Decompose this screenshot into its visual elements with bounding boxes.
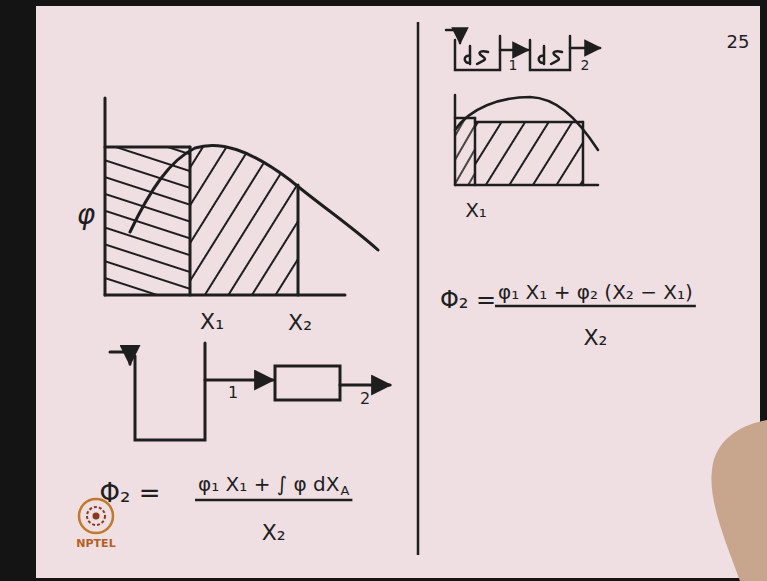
equation-lhs: Φ₂ = — [440, 287, 496, 313]
axis-label: φ — [77, 200, 95, 231]
left-plot — [190, 100, 298, 295]
right-plot — [455, 184, 598, 187]
axis-tick-label: X₁ — [465, 199, 487, 221]
cstr-series-schematic — [530, 36, 570, 70]
equation-denominator: X₂ — [262, 521, 286, 545]
cstr-pfr-schematic — [275, 366, 340, 400]
axis-tick-label: X₁ — [200, 310, 224, 334]
left-plot — [297, 185, 300, 295]
right-plot — [475, 121, 583, 124]
equation-denominator: X₂ — [583, 326, 607, 350]
left-plot — [106, 148, 190, 295]
stream-number: 2 — [360, 390, 370, 408]
left-plot — [104, 98, 107, 295]
stream-number: 2 — [581, 58, 590, 73]
stream-number: 1 — [228, 384, 238, 402]
hand — [711, 420, 767, 581]
left-plot — [130, 145, 378, 250]
paper — [36, 6, 760, 578]
equation-lhs: Φ₂ = — [100, 479, 161, 508]
right-plot — [455, 97, 598, 150]
right-plot — [475, 122, 583, 185]
nptel-logo — [93, 513, 100, 520]
cstr-pfr-schematic — [135, 343, 205, 440]
fraction-bar — [495, 305, 696, 308]
left-plot — [189, 147, 192, 295]
stream-number: 1 — [509, 58, 518, 73]
cstr-series-schematic — [455, 36, 500, 70]
cstr-pfr-schematic — [110, 343, 390, 440]
logo-text: NPTEL — [76, 538, 115, 550]
cstr-series-schematic — [500, 49, 528, 52]
cstr-series-schematic — [539, 46, 562, 64]
right-plot — [474, 118, 477, 185]
left-plot — [105, 98, 378, 295]
cstr-pfr-schematic — [340, 384, 390, 387]
page-number: 25 — [727, 32, 750, 52]
cstr-series-schematic — [570, 47, 600, 50]
divider — [417, 22, 420, 555]
left-plot — [105, 146, 190, 149]
cstr-series-schematic — [465, 46, 488, 64]
right-plot — [454, 95, 457, 185]
cstr-pfr-schematic — [110, 352, 130, 364]
cstr-series-schematic — [446, 30, 460, 43]
right-plot — [456, 118, 475, 185]
cstr-series-schematic — [446, 30, 600, 70]
equation-numerator: φ₁ X₁ + ∫ φ dX — [198, 473, 339, 495]
equation-subscript: A — [340, 484, 349, 498]
axis-tick-label: X₂ — [288, 311, 312, 335]
left-plot — [105, 294, 345, 297]
equation-numerator: φ₁ X₁ + φ₂ (X₂ − X₁) — [498, 281, 693, 303]
nptel-logo — [87, 507, 105, 525]
right-plot — [455, 95, 598, 185]
cstr-pfr-schematic — [205, 379, 273, 382]
fraction-bar — [195, 499, 352, 502]
